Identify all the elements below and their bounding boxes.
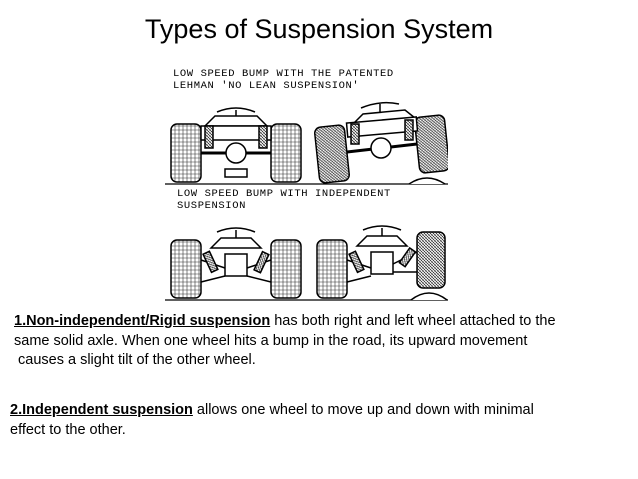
point-independent: 2.Independent suspension allows one whee… [10, 401, 534, 440]
rigid-level-vehicle [165, 107, 448, 185]
slide-title: Types of Suspension System [144, 14, 494, 44]
suspension-diagram: LOW SPEED BUMP WITH THE PATENTED LEHMAN … [165, 64, 448, 304]
point-2-line1: allows one wheel to move up and down wit… [192, 402, 534, 418]
point-1-lead: 1.Non-independent/Rigid suspension [14, 313, 271, 329]
independent-level-vehicle [165, 227, 448, 301]
caption-bottom-line1: LOW SPEED BUMP WITH INDEPENDENT [177, 188, 391, 200]
point-1-line1: has both right and left wheel attached t… [270, 313, 556, 329]
point-2-lead: 2.Independent suspension [10, 402, 193, 418]
vehicle-drawings [165, 101, 448, 301]
point-2-line2: effect to the other. [10, 421, 126, 438]
rigid-bump-vehicle [313, 101, 448, 185]
point-non-independent: 1.Non-independent/Rigid suspension has b… [14, 312, 556, 371]
caption-top-line2: LEHMAN 'NO LEAN SUSPENSION' [173, 80, 360, 92]
point-1-line2: same solid axle. When one wheel hits a b… [14, 332, 528, 349]
point-1-line3: causes a slight tilt of the other wheel. [18, 352, 256, 368]
caption-top-line1: LOW SPEED BUMP WITH THE PATENTED [173, 68, 394, 80]
independent-bump-vehicle [316, 225, 448, 301]
caption-bottom-line2: SUSPENSION [177, 200, 247, 212]
